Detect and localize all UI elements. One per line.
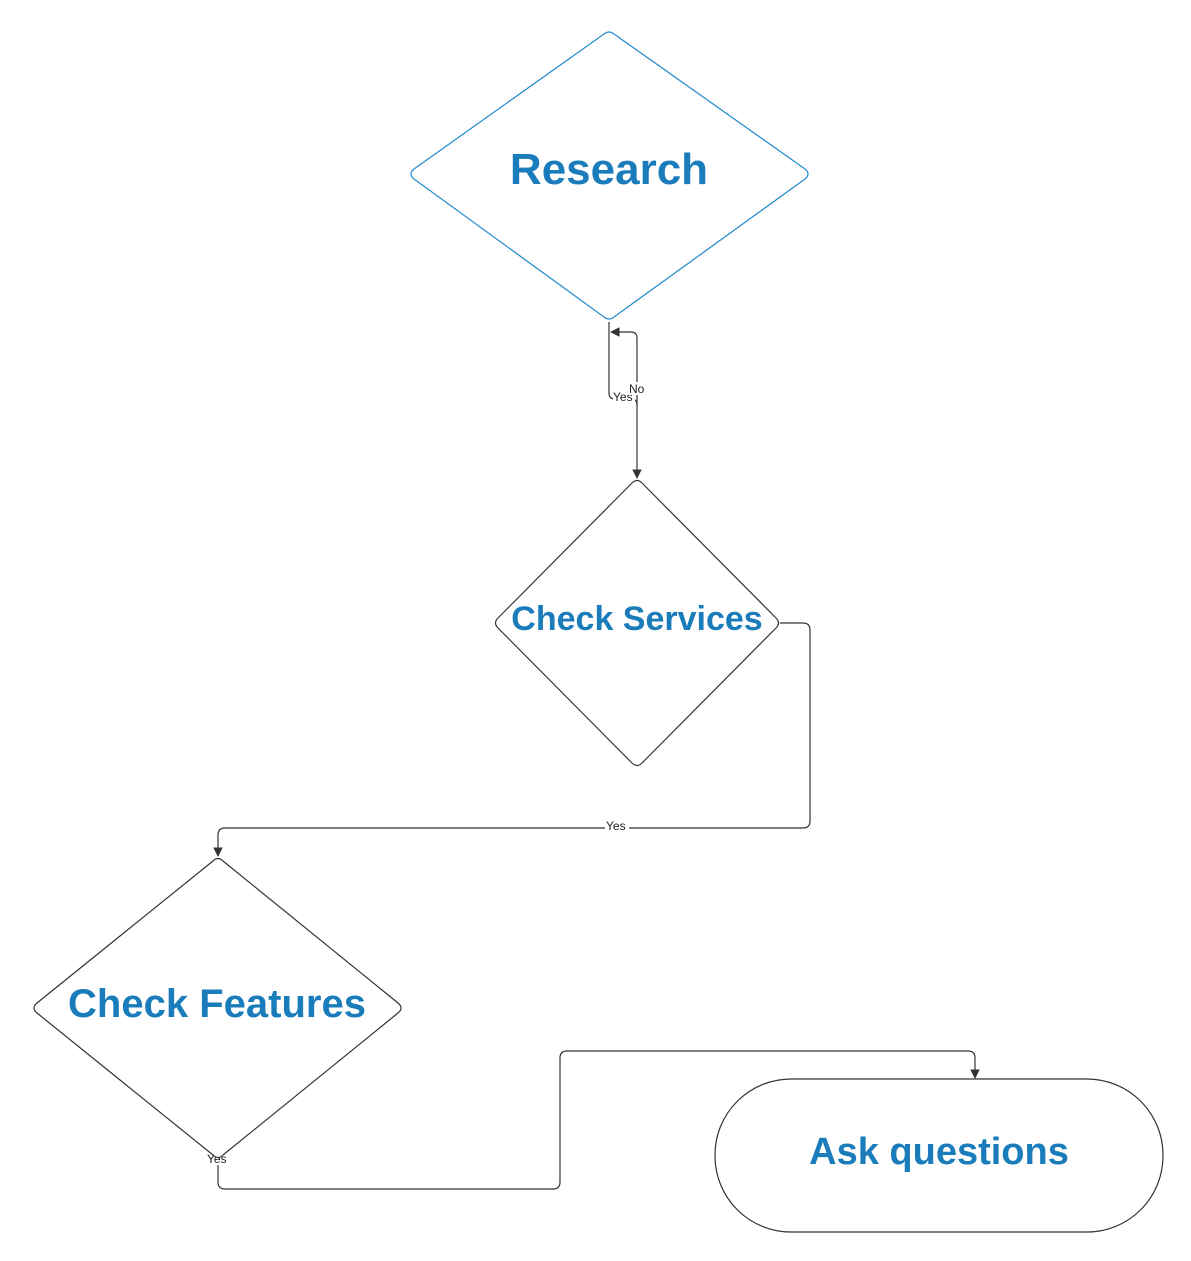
edge-services-to-features[interactable]: [213, 622, 811, 857]
research-label: Research: [510, 145, 708, 194]
ask-questions-terminator-shape: [714, 1078, 1164, 1233]
node-check-features[interactable]: Check Features: [33, 857, 402, 1159]
check-services-label: Check Services: [511, 600, 762, 638]
ask-questions-label: Ask questions: [809, 1131, 1069, 1173]
edge-features-to-questions[interactable]: [217, 1050, 980, 1190]
node-research[interactable]: Research: [410, 31, 809, 320]
edge-label-research-to-services: Yes: [613, 390, 633, 404]
check-services-diamond-shape: [494, 479, 780, 767]
node-check-services[interactable]: Check Services: [494, 479, 780, 767]
edge-label-services-to-features: Yes: [606, 819, 626, 833]
check-features-diamond-shape: [33, 857, 402, 1159]
research-diamond-shape: [410, 31, 809, 320]
check-features-label: Check Features: [68, 982, 366, 1026]
node-ask-questions[interactable]: Ask questions: [714, 1078, 1164, 1233]
edge-loop-back[interactable]: [610, 327, 638, 405]
edge-label-loop-back: No: [629, 382, 645, 396]
